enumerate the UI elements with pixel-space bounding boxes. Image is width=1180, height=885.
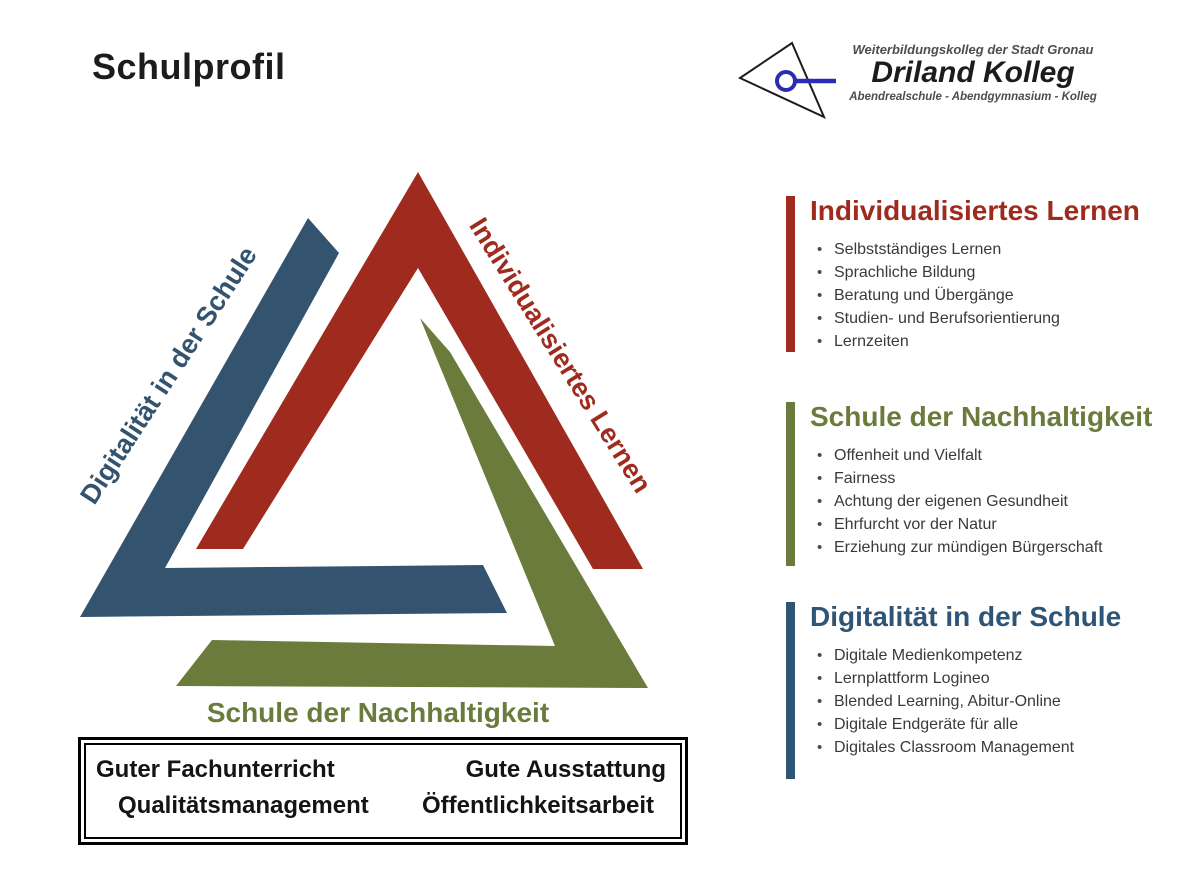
list-item: Digitales Classroom Management — [816, 736, 1172, 759]
section-accent-bar — [786, 196, 795, 352]
triangle-label-nachhaltigkeit: Schule der Nachhaltigkeit — [206, 697, 550, 728]
foundation-box: Guter Fachunterricht Gute Ausstattung Qu… — [78, 737, 688, 845]
page-title: Schulprofil — [92, 46, 286, 87]
list-item: Digitale Medienkompetenz — [816, 644, 1172, 667]
section-heading: Digitalität in der Schule — [810, 601, 1122, 632]
list-item: Offenheit und Vielfalt — [816, 444, 1172, 467]
bullet-list: Digitale Medienkompetenz Lernplattform L… — [816, 644, 1172, 759]
logo-graphic — [737, 41, 836, 120]
bullet-list: Selbstständiges Lernen Sprachliche Bildu… — [816, 238, 1172, 353]
foundation-item: Öffentlichkeitsarbeit — [421, 792, 654, 819]
triangle-label-individualisiertes-lernen: Individualisiertes Lernen — [463, 212, 658, 499]
section-individualisiertes-lernen: Individualisiertes Lernen Selbstständige… — [780, 194, 1172, 353]
section-nachhaltigkeit: Schule der Nachhaltigkeit Offenheit und … — [780, 400, 1172, 566]
section-digitalitaet: Digitalität in der Schule Digitale Medie… — [780, 600, 1172, 779]
logo-subtitle-bottom: Abendrealschule - Abendgymnasium - Kolle… — [849, 91, 1097, 103]
list-item: Selbstständiges Lernen — [816, 238, 1172, 261]
section-heading: Individualisiertes Lernen — [810, 195, 1140, 226]
foundation-row: Qualitätsmanagement Öffentlichkeitsarbei… — [96, 788, 666, 824]
logo-subtitle-top: Weiterbildungskolleg der Stadt Gronau — [852, 42, 1094, 57]
list-item: Sprachliche Bildung — [816, 261, 1172, 284]
list-item: Lernzeiten — [816, 330, 1172, 353]
list-item: Studien- und Berufsorientierung — [816, 307, 1172, 330]
foundation-row: Guter Fachunterricht Gute Ausstattung — [96, 752, 666, 788]
foundation-item: Gute Ausstattung — [465, 756, 666, 783]
list-item: Beratung und Übergänge — [816, 284, 1172, 307]
logo-circle-icon — [775, 70, 797, 92]
list-item: Fairness — [816, 467, 1172, 490]
list-item: Blended Learning, Abitur-Online — [816, 690, 1172, 713]
foundation-item: Qualitätsmanagement — [118, 792, 369, 819]
list-item: Achtung der eigenen Gesundheit — [816, 490, 1172, 513]
foundation-item: Guter Fachunterricht — [96, 756, 335, 783]
logo: Weiterbildungskolleg der Stadt Gronau Dr… — [728, 30, 1138, 125]
list-item: Lernplattform Logineo — [816, 667, 1172, 690]
list-item: Digitale Endgeräte für alle — [816, 713, 1172, 736]
bullet-list: Offenheit und Vielfalt Fairness Achtung … — [816, 444, 1172, 559]
section-accent-bar — [786, 402, 795, 566]
logo-title: Driland Kolleg — [871, 56, 1075, 89]
triangle-label-digitalitaet: Digitalität in der Schule — [74, 241, 263, 510]
section-heading: Schule der Nachhaltigkeit — [810, 401, 1153, 432]
section-accent-bar — [786, 602, 795, 779]
list-item: Erziehung zur mündigen Bürgerschaft — [816, 536, 1172, 559]
list-item: Ehrfurcht vor der Natur — [816, 513, 1172, 536]
foundation-box-inner: Guter Fachunterricht Gute Ausstattung Qu… — [84, 743, 682, 839]
logo-text: Weiterbildungskolleg der Stadt Gronau Dr… — [820, 42, 1126, 103]
